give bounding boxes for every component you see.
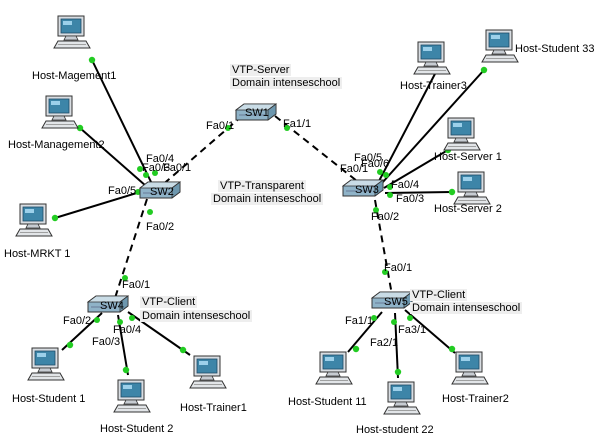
pc-icon <box>481 29 519 63</box>
port-label: Fa0/4 <box>146 153 175 165</box>
host-label: Host-Student 2 <box>100 423 174 435</box>
pc-icon <box>413 41 451 75</box>
vtp-domain-label: Domain intenseschool <box>211 193 324 205</box>
pc-icon <box>443 117 481 151</box>
host-label: Host-Trainer3 <box>400 80 467 92</box>
port-label: Fa1/1 <box>345 315 374 327</box>
host-label: Host-Trainer1 <box>180 402 247 414</box>
port-label: Fa0/1 <box>122 279 151 291</box>
port-label: Fa0/6 <box>361 158 390 170</box>
vtp-role-label: VTP-Client <box>140 296 198 308</box>
port-label: Fa0/4 <box>391 179 420 191</box>
host-label: Host-Management2 <box>8 139 105 151</box>
pc-icon <box>113 379 151 413</box>
port-label: Fa0/5 <box>354 152 383 164</box>
link-sw2-host-management2 <box>79 127 147 187</box>
vtp-domain-label: Domain intenseschool <box>230 77 343 89</box>
port-label: Fa0/3 <box>92 336 121 348</box>
port-label: Fa0/1 <box>384 262 413 274</box>
switch-label: SW4 <box>100 300 124 312</box>
host-label: Host-Magement1 <box>32 70 117 82</box>
switch-label: SW2 <box>150 186 174 198</box>
port-label: Fa0/3 <box>396 193 425 205</box>
port-label: Fa0/5 <box>108 185 137 197</box>
pc-icon <box>53 15 91 49</box>
host-label: Host-Server 2 <box>434 203 502 215</box>
link-sw3-host-trainer3 <box>377 69 438 184</box>
port-label: Fa0/4 <box>113 324 142 336</box>
link-sw4-host-trainer1 <box>127 311 191 356</box>
host-label: Host-Student 33 <box>515 43 595 55</box>
host-label: Host-student 22 <box>356 424 434 436</box>
port-label: Fa1/1 <box>283 118 312 130</box>
link-sw2-host-mrkt1 <box>54 191 141 219</box>
vtp-domain-label: Domain intenseschool <box>140 310 253 322</box>
port-label: Fa2/1 <box>370 337 399 349</box>
vtp-role-label: VTP-Server <box>230 64 292 76</box>
link-sw2-sw4 <box>114 198 148 299</box>
vtp-role-label: VTP-Client <box>410 289 468 301</box>
host-label: Host-Student 1 <box>12 393 86 405</box>
pc-icon <box>15 203 53 237</box>
vtp-domain-label: Domain intenseschool <box>410 302 523 314</box>
host-label: Host-Student 11 <box>288 396 367 408</box>
port-label: Fa0/1 <box>340 163 369 175</box>
port-label: Fa3/1 <box>398 324 427 336</box>
pc-icon <box>27 347 65 381</box>
link-sw2-host-magement1 <box>91 59 153 185</box>
pc-icon <box>453 171 491 205</box>
pc-icon <box>383 381 421 415</box>
port-label: Fa0/2 <box>146 221 175 233</box>
port-label: Fa0/1 <box>206 120 235 132</box>
link-sw5-host-trainer2 <box>404 309 456 354</box>
link-sw4-host-student2 <box>117 314 129 376</box>
pc-icon <box>189 355 227 389</box>
port-label: Fa0/3 <box>142 162 171 174</box>
vtp-role-label: VTP-Transparent <box>218 180 306 192</box>
link-sw3-host-server1 <box>383 149 449 189</box>
switch-label: SW5 <box>384 296 408 308</box>
port-label: Fa0/2 <box>371 211 400 223</box>
pc-icon <box>451 351 489 385</box>
port-label: Fa0/1 <box>163 162 192 174</box>
host-label: Host-MRKT 1 <box>4 248 71 260</box>
host-label: Host-Trainer2 <box>442 393 509 405</box>
link-sw3-host-student33 <box>381 69 485 184</box>
host-label: Host-Server 1 <box>434 151 502 163</box>
pc-icon <box>315 351 353 385</box>
pc-icon <box>41 95 79 129</box>
switch-label: SW3 <box>355 184 379 196</box>
port-label: Fa0/2 <box>63 315 92 327</box>
switch-label: SW1 <box>245 107 269 119</box>
link-sw3-host-server2 <box>384 191 453 194</box>
link-sw3-sw5 <box>374 199 393 296</box>
